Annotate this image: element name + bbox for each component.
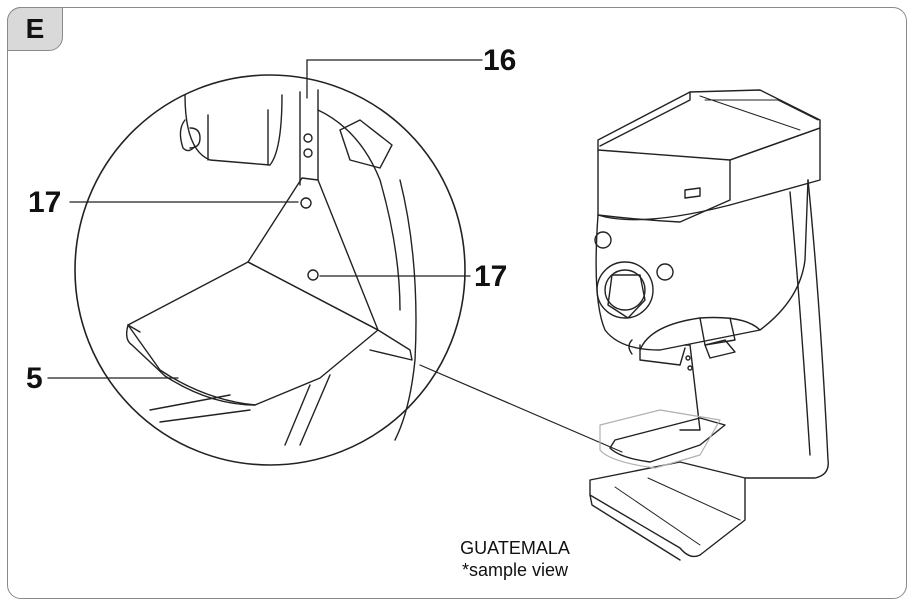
callout-5: 5 xyxy=(26,362,43,395)
callout-17-left: 17 xyxy=(28,186,62,219)
figure-frame xyxy=(7,7,907,599)
grinder-illustration xyxy=(589,89,829,561)
leader-lines xyxy=(47,59,483,379)
caption-note: *sample view xyxy=(461,559,569,580)
caption-model: GUATEMALA xyxy=(460,538,570,558)
figure-caption: GUATEMALA *sample view xyxy=(430,538,600,581)
detail-magnifier xyxy=(74,74,466,466)
tray-highlight xyxy=(599,409,721,469)
callout-17-right: 17 xyxy=(474,260,508,293)
section-label: E xyxy=(7,7,63,51)
callout-16: 16 xyxy=(483,44,517,77)
